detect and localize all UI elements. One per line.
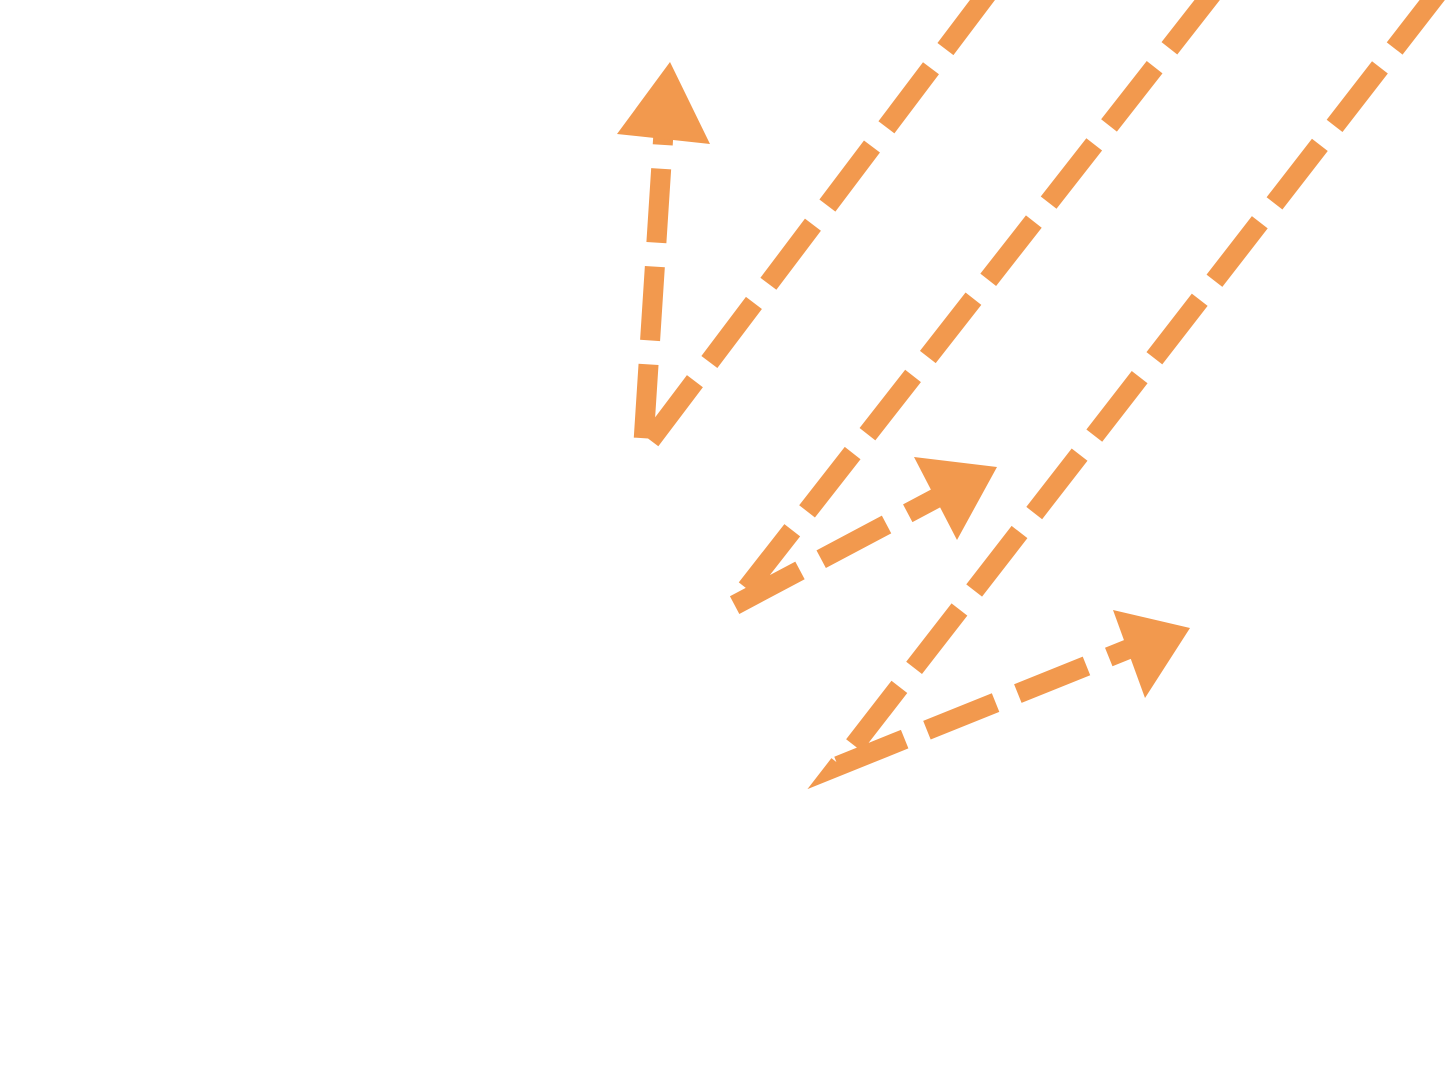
reflection-diagram <box>617 0 1445 790</box>
reflected-ray-1-line <box>630 0 995 483</box>
reflected-ray-2-arrowhead <box>914 457 997 540</box>
reflected-ray-2-line <box>725 0 1220 615</box>
reflected-ray-3-arrowhead <box>1113 610 1190 698</box>
reflected-ray-1-arrowhead <box>617 62 710 144</box>
reflected-ray-3-line <box>807 0 1445 790</box>
